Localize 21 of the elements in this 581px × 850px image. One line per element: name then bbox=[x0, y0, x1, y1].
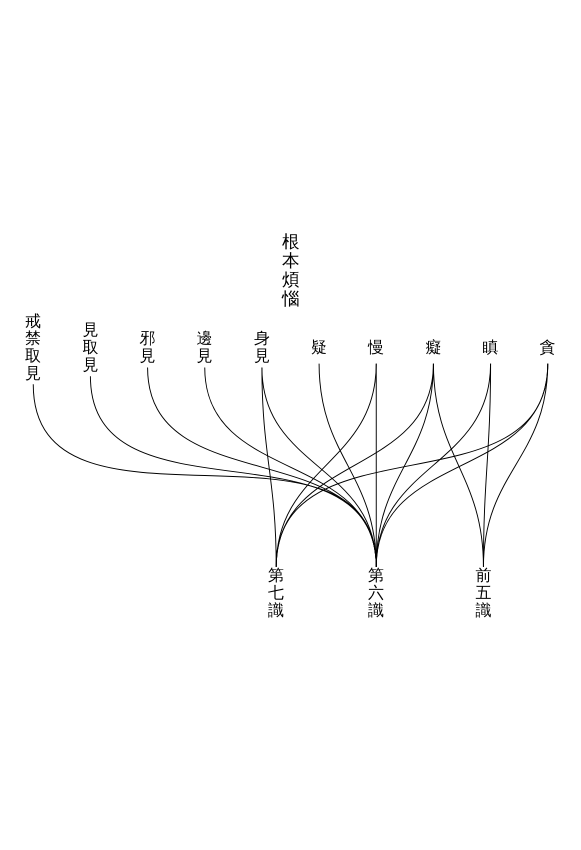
node-text: 邪見 bbox=[140, 328, 156, 365]
node-text: 癡 bbox=[425, 336, 442, 356]
connector bbox=[318, 362, 377, 567]
node-text: 前五識 bbox=[475, 564, 492, 619]
diagram-title: 根本煩惱 bbox=[282, 232, 299, 309]
node-text: 邊見 bbox=[196, 328, 213, 365]
node-text: 見取見 bbox=[82, 319, 98, 374]
node-text: 疑 bbox=[311, 336, 328, 356]
node-text: 戒禁取見 bbox=[25, 310, 42, 382]
connector bbox=[276, 362, 434, 567]
node-text: 貪 bbox=[540, 336, 556, 356]
connector bbox=[204, 366, 377, 567]
node-text: 身見 bbox=[254, 328, 270, 365]
connector bbox=[376, 362, 548, 567]
node-text: 瞋 bbox=[482, 336, 499, 356]
connector bbox=[147, 366, 377, 567]
node-text: 慢 bbox=[368, 336, 384, 356]
connector bbox=[482, 362, 548, 567]
node-text: 第七識 bbox=[268, 564, 284, 619]
connector bbox=[276, 362, 548, 567]
node-text: 第六識 bbox=[368, 564, 384, 619]
